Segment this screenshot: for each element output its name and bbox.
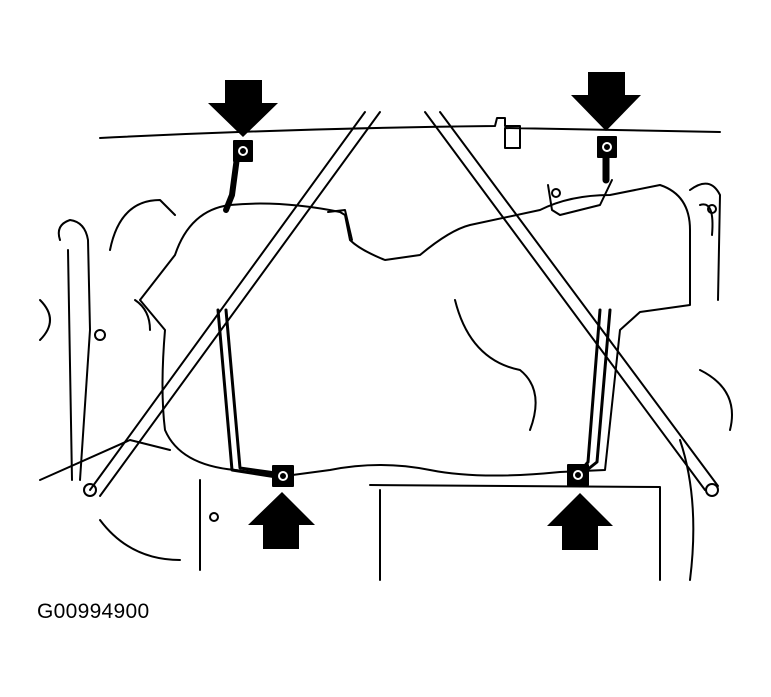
strap-left [216, 308, 285, 480]
tank-contour [454, 299, 537, 431]
figure-id-label: G00994900 [37, 600, 150, 623]
bolt-lower-right [567, 464, 589, 486]
arrow-up-lower-right-icon [547, 493, 613, 550]
body-line [99, 117, 721, 149]
bolt-upper-right [597, 136, 617, 158]
tank-edge [134, 299, 151, 331]
arrow-up-lower-left-icon [248, 492, 315, 549]
chassis-details [39, 182, 733, 581]
tank-tab [327, 209, 353, 241]
arrow-down-upper-right-icon [571, 72, 641, 131]
arrow-down-upper-left-icon [208, 80, 278, 137]
bolts [233, 136, 617, 487]
tank-bracket [547, 179, 613, 216]
bolt-upper-left [233, 140, 253, 162]
cross-braces [83, 111, 719, 497]
bolt-lower-left [272, 465, 294, 487]
fuel-tank [139, 184, 691, 477]
fuel-tank-mounting-diagram [39, 72, 733, 581]
strap-upper-left [223, 147, 241, 213]
